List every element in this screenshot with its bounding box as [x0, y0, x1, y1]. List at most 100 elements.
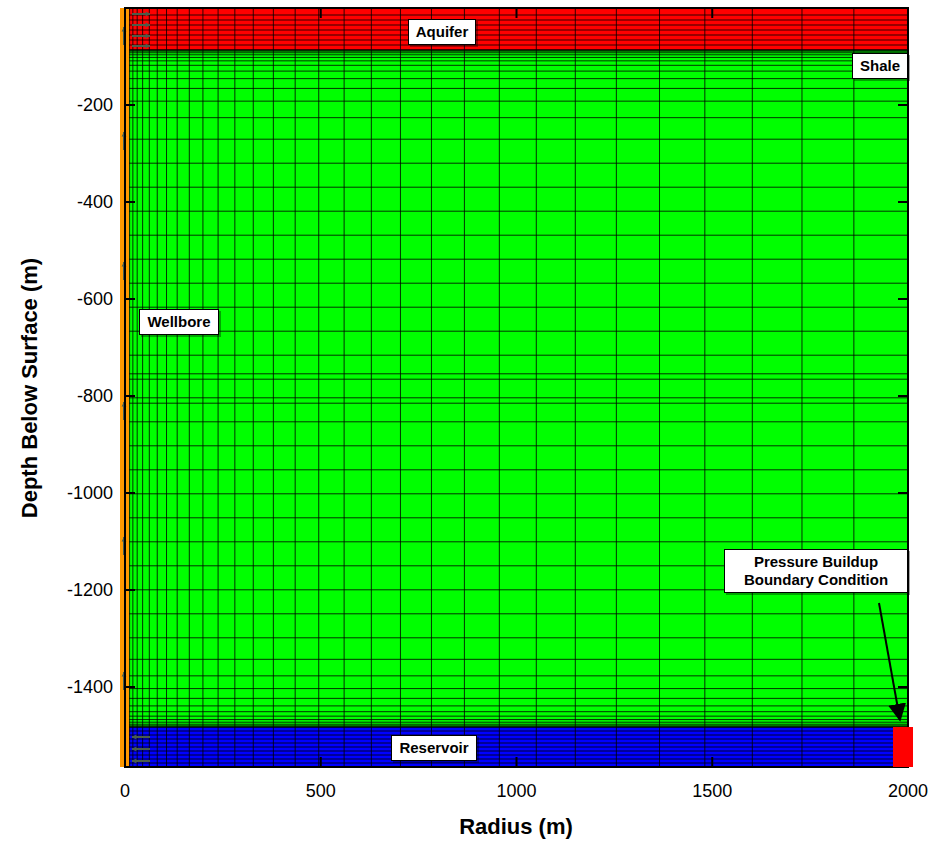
mesh-line	[125, 51, 908, 52]
mesh-line	[125, 739, 908, 740]
mesh-line	[125, 637, 908, 638]
mesh-line	[234, 8, 235, 767]
mesh-line	[400, 8, 401, 767]
mesh-line	[125, 541, 908, 542]
axis-tick	[125, 298, 135, 300]
mesh-line	[616, 8, 617, 767]
mesh-line	[125, 726, 908, 728]
mesh-line	[125, 445, 908, 446]
leader-arrow	[879, 603, 900, 720]
mesh-line	[125, 283, 908, 284]
axis-tick	[898, 395, 908, 397]
mesh-line	[344, 8, 345, 767]
mesh-line	[318, 8, 319, 767]
axis-tick-label: -200	[77, 94, 113, 115]
axis-tick-label: 0	[120, 781, 130, 802]
axis-tick-label: 500	[306, 781, 336, 802]
mesh-line	[142, 8, 143, 767]
mesh-line	[125, 747, 908, 748]
box-label: Shale	[860, 57, 900, 75]
mesh-line	[202, 8, 203, 767]
axis-tick	[898, 201, 908, 203]
mesh-line	[125, 751, 908, 752]
mesh-line	[125, 211, 908, 212]
mesh-line	[125, 711, 908, 712]
axis-title: Depth Below Surface (m)	[17, 258, 43, 518]
axis-tick	[125, 589, 135, 591]
label-box: Shale	[852, 53, 908, 79]
flow-arrowhead	[132, 759, 136, 764]
axis-tick	[125, 395, 135, 397]
mesh-line	[125, 259, 908, 260]
mesh-line	[125, 331, 908, 332]
axis-tick	[516, 757, 518, 767]
mesh-line	[295, 8, 296, 767]
mesh-line	[536, 8, 537, 767]
mesh-line	[125, 49, 908, 51]
shale-band	[125, 50, 908, 727]
mesh-line	[125, 613, 908, 614]
mesh-line	[499, 8, 500, 767]
mesh-line	[125, 725, 908, 726]
mesh-line	[125, 705, 908, 706]
mesh-line	[273, 8, 274, 767]
box-label: Reservoir	[399, 739, 468, 757]
box-label: Wellbore	[147, 313, 210, 331]
mesh-line	[253, 8, 254, 767]
mesh-line	[125, 78, 908, 79]
axis-tick	[320, 8, 322, 18]
mesh-line	[125, 675, 908, 676]
mesh-line	[149, 8, 150, 767]
mesh-line	[371, 8, 372, 767]
mesh-line	[125, 139, 908, 140]
mesh-line	[125, 163, 908, 164]
plot-frame	[125, 8, 908, 767]
mesh-line	[125, 719, 908, 720]
mesh-line	[125, 57, 908, 58]
axis-tick	[125, 104, 135, 106]
axis-tick	[898, 298, 908, 300]
mesh-line	[125, 117, 908, 118]
axis-tick-label: -800	[77, 385, 113, 406]
axis-tick-label: -1000	[67, 482, 113, 503]
mesh-line	[125, 65, 908, 66]
mesh-line	[125, 40, 908, 41]
flow-arrowhead	[132, 747, 136, 752]
mesh-line	[129, 8, 130, 767]
mesh-line	[125, 52, 908, 53]
axis-tick-label: -600	[77, 288, 113, 309]
mesh-line	[752, 8, 753, 767]
mesh-line	[125, 722, 908, 723]
axis-tick	[898, 492, 908, 494]
mesh-line	[464, 8, 465, 767]
flow-arrowhead	[146, 12, 150, 17]
flow-arrowhead	[132, 735, 136, 740]
mesh-line	[125, 716, 908, 717]
axis-tick	[898, 104, 908, 106]
mesh-lines	[125, 8, 908, 767]
label-box: Wellbore	[139, 309, 218, 335]
mesh-line	[125, 743, 908, 744]
axis-tick-label: -1200	[67, 579, 113, 600]
mesh-line	[125, 71, 908, 72]
mesh-line	[125, 307, 908, 308]
mesh-line	[125, 755, 908, 756]
label-box: Reservoir	[391, 735, 476, 761]
mesh-line	[177, 8, 178, 767]
axis-tick	[125, 201, 135, 203]
mesh-line	[125, 659, 908, 660]
mesh-line	[575, 8, 576, 767]
axis-tick-label: 1500	[692, 781, 732, 802]
axis-tick	[711, 8, 713, 18]
axis-title: Radius (m)	[459, 814, 573, 840]
mesh-line	[125, 45, 908, 46]
mesh-line	[125, 101, 908, 102]
mesh-line	[125, 60, 908, 61]
axis-tick-label: -1400	[67, 676, 113, 697]
mesh-line	[166, 8, 167, 767]
box-label: Pressure Buildup Boundary Condition	[732, 553, 900, 589]
mesh-line	[125, 421, 908, 422]
mesh-line	[853, 8, 854, 767]
